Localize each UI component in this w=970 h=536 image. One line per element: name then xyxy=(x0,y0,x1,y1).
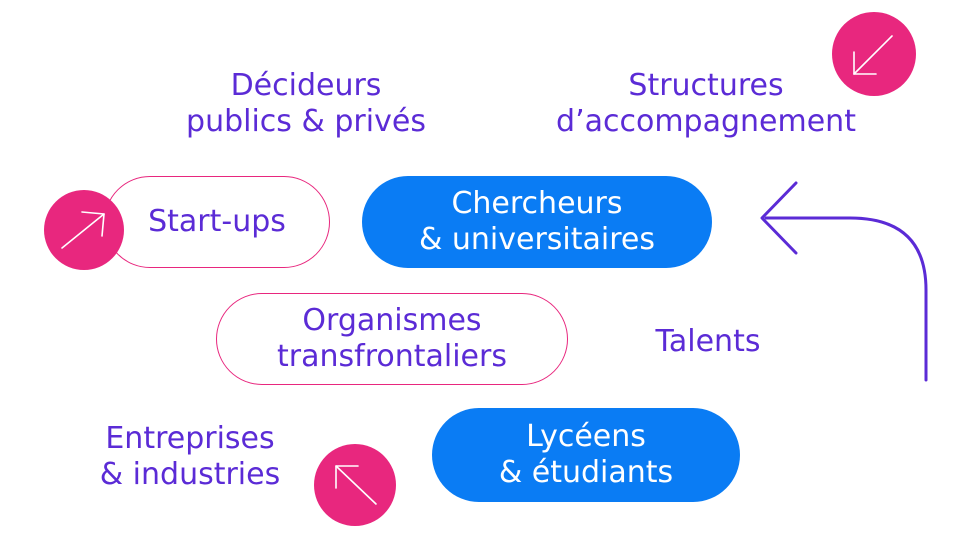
pink-circle-startups xyxy=(44,190,124,270)
label-decideurs: Décideurs publics & privés xyxy=(186,68,426,139)
arrow-up-right-icon xyxy=(61,211,105,249)
pill-lyceens: Lycéens & étudiants xyxy=(432,408,740,502)
arrow-down-left-icon xyxy=(853,35,893,75)
pill-organismes: Organismes transfrontaliers xyxy=(216,293,568,385)
pink-circle-top-right xyxy=(832,12,916,96)
label-talents: Talents xyxy=(655,324,761,359)
label-entreprises: Entreprises & industries xyxy=(99,421,281,492)
label-structures: Structures d’accompagnement xyxy=(556,68,856,139)
pink-circle-bottom xyxy=(314,444,396,526)
pill-startups: Start-ups xyxy=(104,176,330,268)
pill-chercheurs: Chercheurs & universitaires xyxy=(362,176,712,268)
arrow-up-left-icon xyxy=(335,465,377,505)
